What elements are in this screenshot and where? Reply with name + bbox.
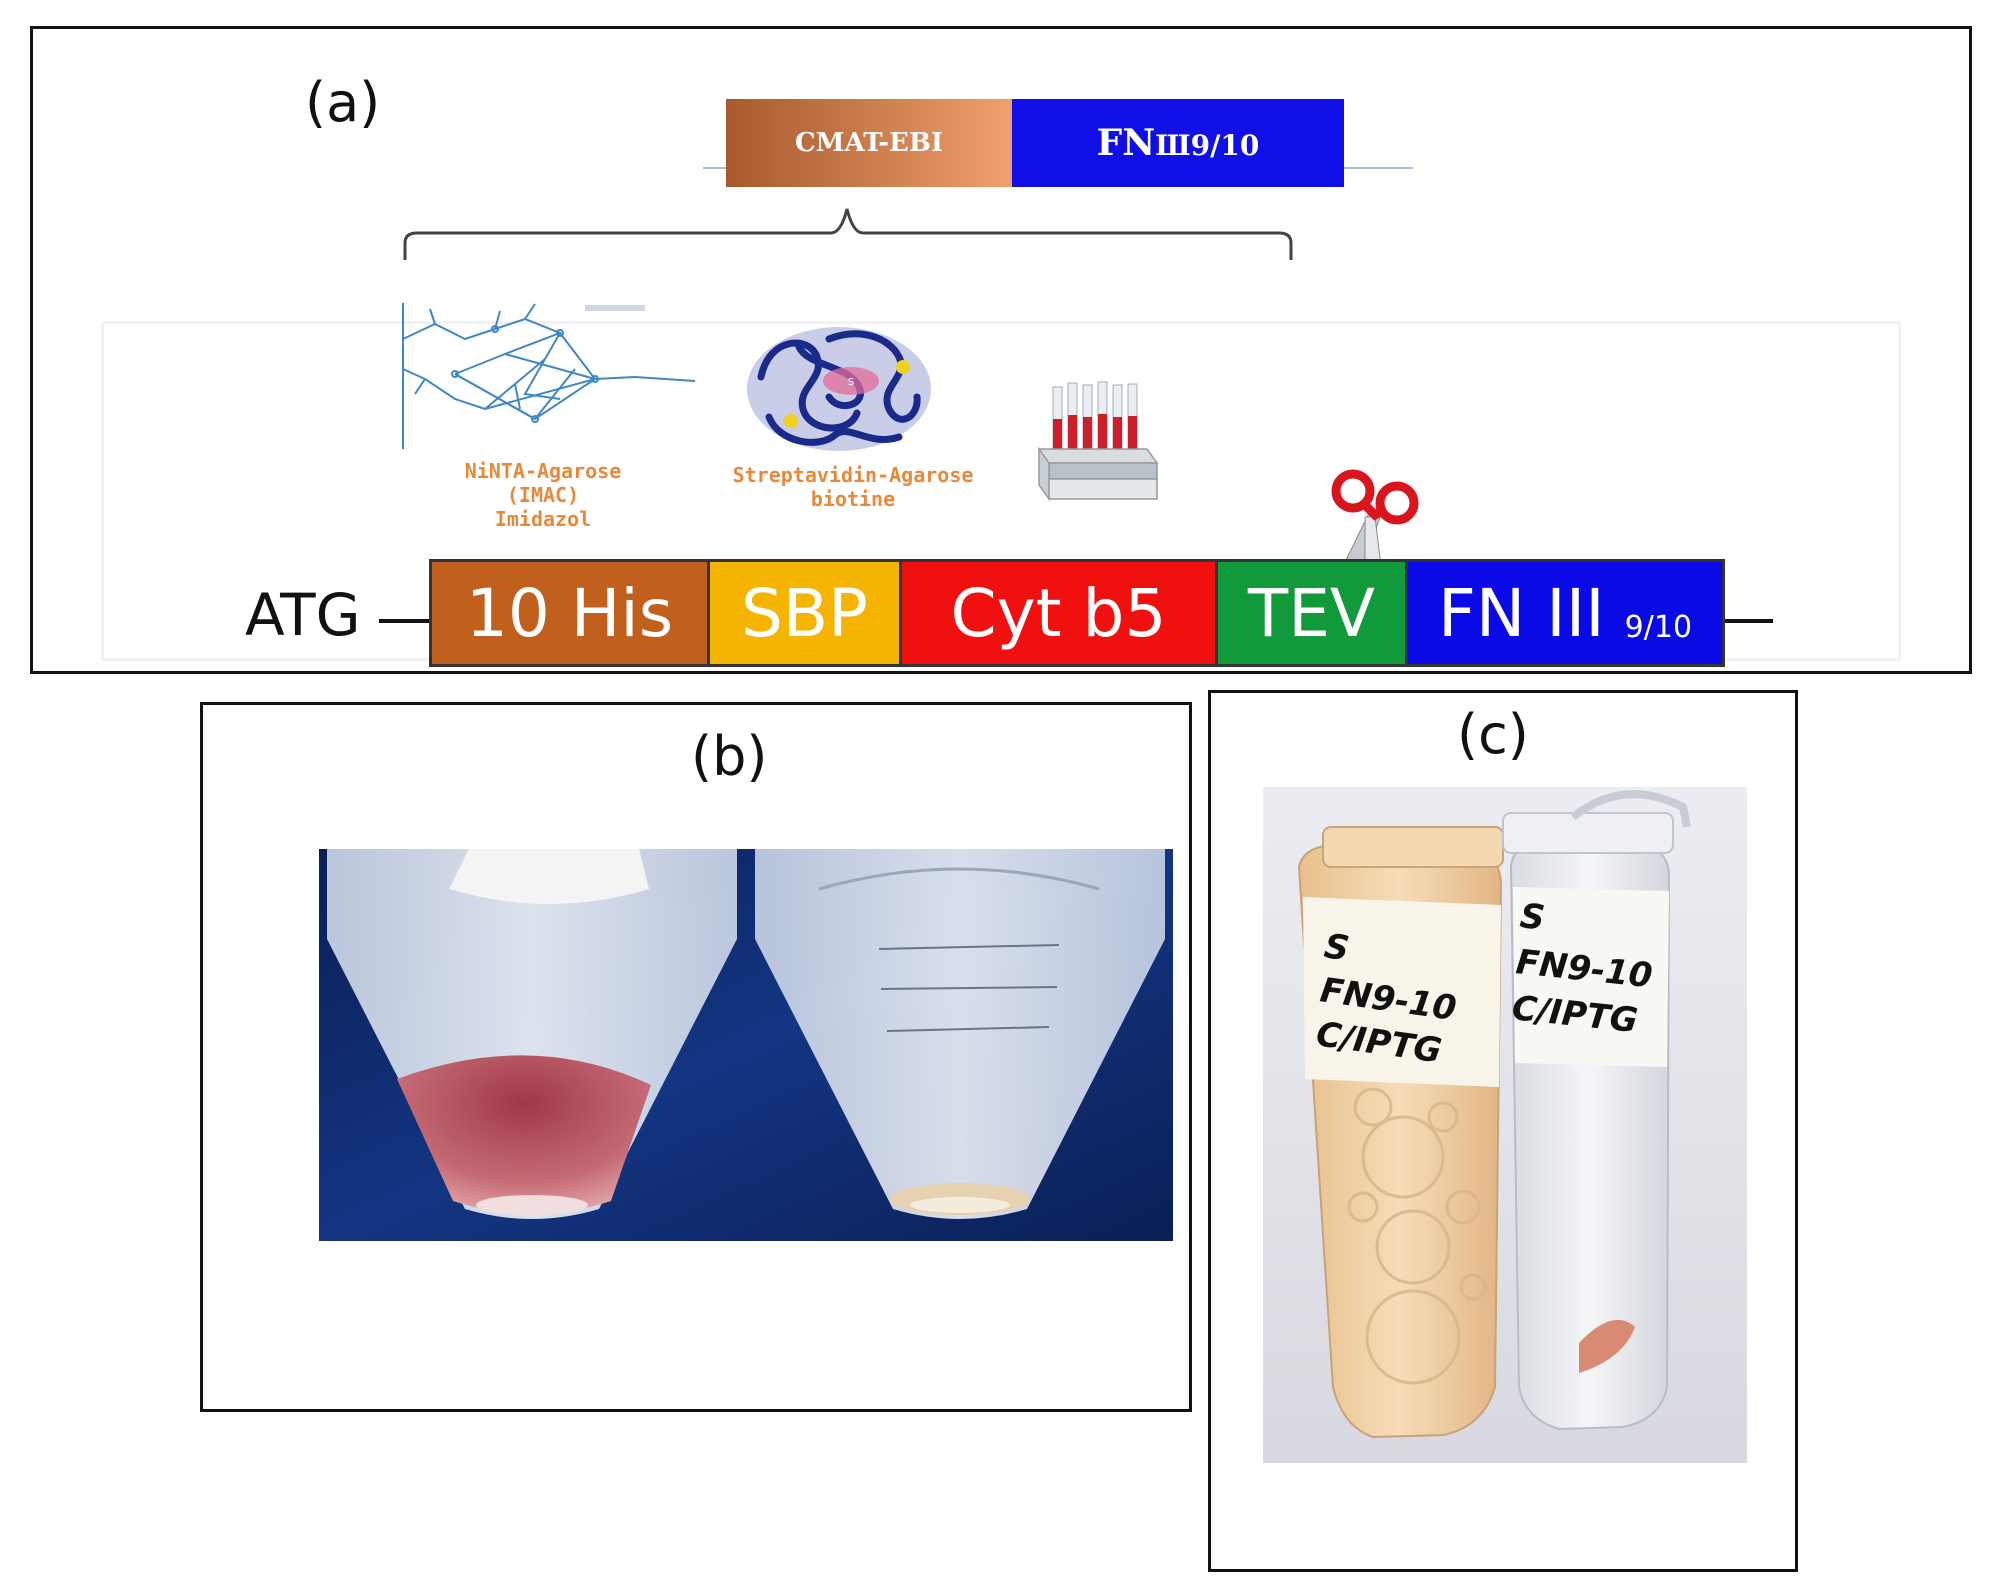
segment-10-his: 10 His <box>432 562 710 664</box>
panel-a-label: (a) <box>305 71 381 134</box>
start-codon-label: ATG <box>245 581 361 649</box>
fusion-construct-bar: 10 His SBP Cyt b5 TEV FN III 9/10 <box>429 559 1725 667</box>
fn-text: FN <box>1096 122 1156 164</box>
fn-sub-text: Ш9/10 <box>1155 129 1260 162</box>
segment-tev-label: TEV <box>1247 574 1376 652</box>
segment-sbp-label: SBP <box>741 574 868 652</box>
segment-tev: TEV <box>1218 562 1408 664</box>
streptavidin-caption: Streptavidin-Agarose biotine <box>713 463 993 511</box>
segment-fn-iii: FN III 9/10 <box>1408 562 1722 664</box>
segment-fn-iii-label: FN III <box>1437 574 1605 652</box>
fn-9-10-box: FNШ9/10 <box>1012 99 1344 187</box>
ninta-caption-line1: NiNTA-Agarose <box>464 459 622 483</box>
segment-10-his-label: 10 His <box>465 574 674 652</box>
panel-b-label: (b) <box>691 725 768 788</box>
dna-line-left <box>379 619 429 623</box>
test-tube-rack-icon <box>1037 381 1159 502</box>
segment-fn-iii-sub: 9/10 <box>1624 609 1693 645</box>
tube-left-label-line1: S <box>1322 926 1352 969</box>
ninta-caption: NiNTA-Agarose (IMAC) Imidazol <box>393 459 693 531</box>
segment-cyt-b5-label: Cyt b5 <box>950 574 1167 652</box>
dna-line-right <box>1723 619 1773 623</box>
cmat-ebi-label: CMAT-EBI <box>794 128 943 158</box>
panel-c-label: (c) <box>1457 703 1529 766</box>
streptavidin-caption-line1: Streptavidin-Agarose <box>732 463 974 487</box>
cmat-ebi-box: CMAT-EBI <box>726 99 1012 187</box>
segment-cyt-b5: Cyt b5 <box>902 562 1218 664</box>
panel-a-frame: (a) CMAT-EBI FNШ9/10 <box>30 26 1972 674</box>
ninta-structure-icon <box>402 303 695 449</box>
panel-b-frame: (b) <box>200 702 1192 1412</box>
segment-sbp: SBP <box>710 562 902 664</box>
fn-9-10-label: FNШ9/10 <box>1097 122 1260 164</box>
panel-b-photo <box>319 849 1173 1241</box>
ninta-caption-line3: Imidazol <box>494 507 592 531</box>
grouping-brace <box>403 208 1293 260</box>
panel-c-photo: S FN9-10 C/IPTG S FN9-10 C/IPTG <box>1263 787 1747 1463</box>
streptavidin-protein-icon: S <box>747 327 931 451</box>
panel-c-frame: (c) S <box>1208 690 1798 1572</box>
streptavidin-caption-line2: biotine <box>810 487 896 511</box>
tube-right-label-line1: S <box>1518 896 1547 938</box>
ninta-caption-line2: (IMAC) <box>506 483 580 507</box>
top-construct: CMAT-EBI FNШ9/10 <box>726 99 1344 187</box>
streptavidin-inner-label: S <box>848 377 854 388</box>
